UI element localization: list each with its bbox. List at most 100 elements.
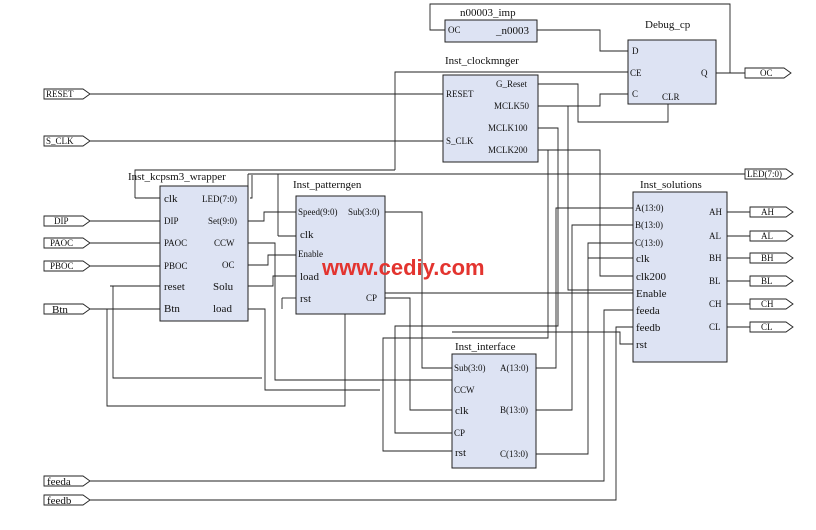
pin-label: PAOC bbox=[164, 238, 187, 248]
block-title: Inst_clockmnger bbox=[445, 55, 519, 67]
pin-label: OC bbox=[448, 25, 461, 35]
block-inst-kcpsm3-wrapper: Inst_kcpsm3_wrapper clk DIP PAOC PBOC re… bbox=[128, 171, 249, 322]
pin-label: A(13:0) bbox=[635, 203, 664, 213]
port-bh-label: BH bbox=[761, 253, 774, 263]
pin-label: AH bbox=[709, 207, 722, 217]
port-feedb-label: feedb bbox=[47, 495, 72, 507]
pin-label: BH bbox=[709, 253, 722, 263]
pin-label: CCW bbox=[214, 238, 235, 248]
block-title: Inst_kcpsm3_wrapper bbox=[128, 171, 226, 183]
pin-label: Solu bbox=[213, 281, 234, 293]
pin-label: Enable bbox=[298, 249, 323, 259]
pin-label: G_Reset bbox=[496, 79, 527, 89]
pin-label: _n0003 bbox=[495, 25, 530, 37]
pin-label: rst bbox=[300, 293, 311, 305]
pin-label: S_CLK bbox=[446, 136, 474, 146]
pin-label: Btn bbox=[164, 303, 180, 315]
pin-label: Q bbox=[701, 68, 708, 78]
block-title: Inst_interface bbox=[455, 341, 516, 353]
port-cl: CL bbox=[749, 321, 794, 333]
pin-label: MCLK200 bbox=[488, 145, 528, 155]
pin-label: Set(9:0) bbox=[208, 216, 237, 226]
port-btn: Btn bbox=[43, 303, 91, 316]
pin-label: clk bbox=[636, 253, 650, 265]
port-s-clk-label: S_CLK bbox=[46, 136, 74, 146]
pin-label: CP bbox=[454, 428, 465, 438]
pin-label: A(13:0) bbox=[500, 363, 529, 373]
pin-label: B(13:0) bbox=[635, 220, 663, 230]
port-dip: DIP bbox=[43, 215, 91, 227]
pin-label: feeda bbox=[636, 305, 660, 317]
wires bbox=[90, 3, 750, 501]
port-al: AL bbox=[749, 230, 794, 242]
port-reset: RESET bbox=[43, 88, 91, 100]
block-title: Debug_cp bbox=[645, 19, 691, 31]
pin-label: OC bbox=[222, 260, 235, 270]
pin-label: CLR bbox=[662, 92, 680, 102]
pin-label: CCW bbox=[454, 385, 475, 395]
port-dip-label: DIP bbox=[54, 216, 69, 226]
port-s-clk: S_CLK bbox=[43, 135, 91, 147]
pin-label: Enable bbox=[636, 288, 667, 300]
input-ports: RESET S_CLK DIP PAOC PBOC Btn feeda fee bbox=[43, 88, 91, 507]
port-paoc: PAOC bbox=[43, 237, 91, 249]
pin-label: BL bbox=[709, 276, 721, 286]
pin-label: DIP bbox=[164, 216, 179, 226]
pin-label: reset bbox=[164, 281, 185, 293]
pin-label: PBOC bbox=[164, 261, 188, 271]
port-ah-label: AH bbox=[761, 207, 774, 217]
port-ch-label: CH bbox=[761, 299, 774, 309]
pin-label: load bbox=[300, 271, 319, 283]
pin-label: Sub(3:0) bbox=[348, 207, 380, 217]
pin-label: feedb bbox=[636, 322, 661, 334]
pin-label: load bbox=[213, 303, 232, 315]
port-ch: CH bbox=[749, 298, 794, 310]
block-title: n00003_imp bbox=[460, 7, 516, 19]
block-inst-patterngen: Inst_patterngen Speed(9:0) Sub(3:0) clk … bbox=[293, 179, 386, 315]
port-btn-label: Btn bbox=[52, 304, 68, 316]
port-bl-label: BL bbox=[761, 276, 773, 286]
pin-label: B(13:0) bbox=[500, 405, 528, 415]
pin-label: C(13:0) bbox=[635, 238, 663, 248]
block-inst-clockmnger: Inst_clockmnger RESET S_CLK G_Reset MCLK… bbox=[442, 55, 539, 163]
pin-label: CH bbox=[709, 299, 722, 309]
pin-label: rst bbox=[636, 339, 647, 351]
port-led: LED(7:0) bbox=[744, 168, 794, 180]
output-ports: OC LED(7:0) AH AL BH BL CH CL bbox=[744, 67, 794, 333]
port-oc: OC bbox=[744, 67, 792, 79]
port-bh: BH bbox=[749, 252, 794, 264]
block-title: Inst_solutions bbox=[640, 179, 702, 191]
port-pboc: PBOC bbox=[43, 260, 91, 272]
pin-label: rst bbox=[455, 447, 466, 459]
port-cl-label: CL bbox=[761, 322, 773, 332]
pin-label: clk bbox=[164, 193, 178, 205]
port-ah: AH bbox=[749, 206, 794, 218]
block-n00003-imp: n00003_imp OC _n0003 bbox=[444, 7, 538, 43]
pin-label: Sub(3:0) bbox=[454, 363, 486, 373]
port-feeda-label: feeda bbox=[47, 476, 71, 488]
pin-label: clk bbox=[300, 229, 314, 241]
watermark-text: www.cediy.com bbox=[321, 255, 485, 280]
port-bl: BL bbox=[749, 275, 794, 287]
block-title: Inst_patterngen bbox=[293, 179, 362, 191]
port-reset-label: RESET bbox=[46, 89, 74, 99]
pin-label: clk200 bbox=[636, 271, 666, 283]
port-al-label: AL bbox=[761, 231, 773, 241]
port-paoc-label: PAOC bbox=[50, 238, 73, 248]
pin-label: Speed(9:0) bbox=[298, 207, 338, 217]
pin-label: LED(7:0) bbox=[202, 194, 237, 204]
pin-label: C bbox=[632, 89, 638, 99]
port-feedb: feedb bbox=[43, 494, 91, 507]
pin-label: MCLK100 bbox=[488, 123, 528, 133]
pin-label: MCLK50 bbox=[494, 101, 530, 111]
port-oc-label: OC bbox=[760, 68, 773, 78]
pin-label: CE bbox=[630, 68, 642, 78]
block-debug-cp: Debug_cp D CE C Q CLR bbox=[627, 19, 717, 105]
pin-label: CP bbox=[366, 293, 377, 303]
pin-label: AL bbox=[709, 231, 721, 241]
port-feeda: feeda bbox=[43, 475, 91, 488]
pin-label: RESET bbox=[446, 89, 474, 99]
pin-label: CL bbox=[709, 322, 721, 332]
port-led-label: LED(7:0) bbox=[747, 169, 782, 179]
